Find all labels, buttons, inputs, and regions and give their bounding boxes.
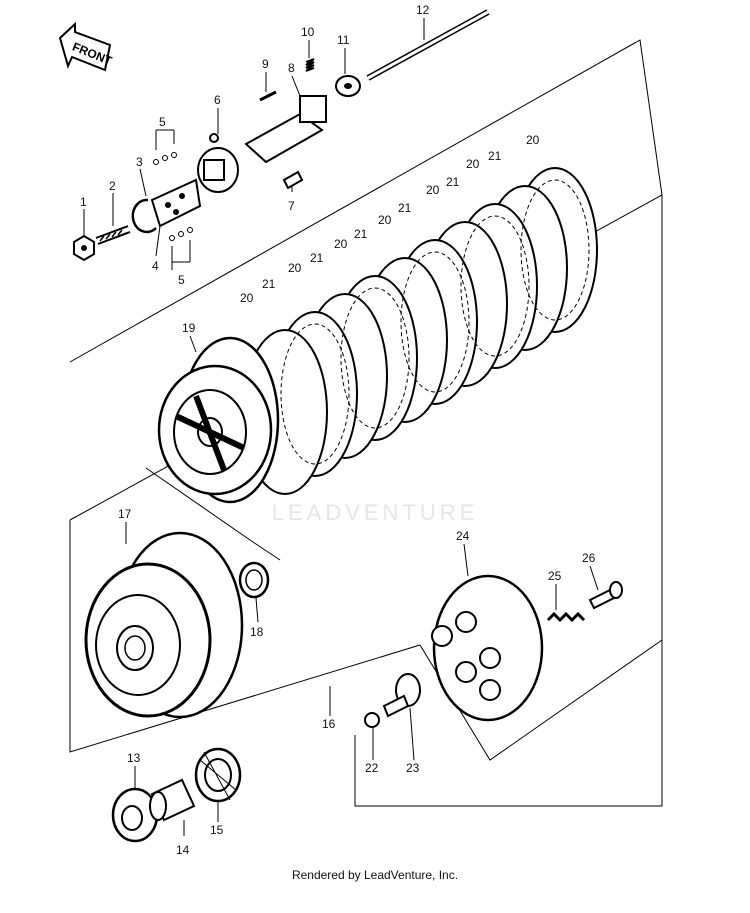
callout-26: 26 <box>582 551 596 565</box>
clutch-plates <box>242 167 598 495</box>
watermark: LEADVENTURE <box>271 500 479 525</box>
callout-21f: 21 <box>488 149 502 163</box>
seal-11 <box>335 75 361 97</box>
callout-25: 25 <box>548 569 562 583</box>
clutch-housing-17 <box>84 531 244 719</box>
callout-16: 16 <box>322 717 336 731</box>
footer-credit: Rendered by LeadVenture, Inc. <box>291 868 459 882</box>
spring-10 <box>305 58 315 72</box>
circlip-3 <box>131 198 157 234</box>
callout-1: 1 <box>80 195 87 209</box>
callout-21c: 21 <box>354 227 368 241</box>
callout-12: 12 <box>416 3 430 17</box>
callout-4: 4 <box>152 259 159 273</box>
leader-lines <box>83 18 599 836</box>
adjusting-screw-2 <box>95 225 131 245</box>
callout-9: 9 <box>262 57 269 71</box>
balls-5 <box>153 129 193 270</box>
callout-labels: 1 2 3 4 5 5 6 7 8 9 10 11 12 13 14 15 16… <box>80 3 596 857</box>
callout-15: 15 <box>210 823 224 837</box>
callout-11: 11 <box>337 33 350 47</box>
callout-21a: 21 <box>262 277 276 291</box>
nut-1 <box>73 234 95 262</box>
clutch-spring-25 <box>546 611 586 623</box>
steel-ball-22 <box>364 712 380 728</box>
callout-20e: 20 <box>426 183 440 197</box>
callout-23: 23 <box>406 761 420 775</box>
front-arrow: FRONT <box>58 21 115 72</box>
callout-17: 17 <box>118 507 132 521</box>
callout-20g: 20 <box>526 133 540 147</box>
thrust-washer-18 <box>238 561 270 599</box>
release-holder-6 <box>197 133 239 193</box>
push-rod <box>366 9 490 81</box>
callout-20d: 20 <box>378 213 392 227</box>
release-shaft-8 <box>244 95 327 164</box>
pusher-23 <box>382 673 421 718</box>
callout-21b: 21 <box>310 251 324 265</box>
callout-21d: 21 <box>398 201 412 215</box>
bolt-26 <box>588 581 623 610</box>
callout-22: 22 <box>365 761 379 775</box>
callout-8: 8 <box>288 61 295 75</box>
callout-10: 10 <box>301 25 315 39</box>
callout-3: 3 <box>136 155 143 169</box>
callout-18: 18 <box>250 625 264 639</box>
clutch-spring-plate-24 <box>431 574 544 722</box>
callout-20f: 20 <box>466 157 480 171</box>
pressure-plate-19 <box>157 336 280 504</box>
callout-20a: 20 <box>240 291 254 305</box>
callout-5a: 5 <box>159 115 166 129</box>
collar-13 <box>111 787 159 843</box>
callout-19: 19 <box>182 321 196 335</box>
callout-6: 6 <box>214 93 221 107</box>
callout-7: 7 <box>288 199 295 213</box>
callout-24: 24 <box>456 529 470 543</box>
callout-20c: 20 <box>334 237 348 251</box>
callout-21e: 21 <box>446 175 460 189</box>
callout-20b: 20 <box>288 261 302 275</box>
sleeve-14 <box>149 778 196 822</box>
needle-bearing-15 <box>194 747 242 803</box>
callout-2: 2 <box>109 179 116 193</box>
callout-13: 13 <box>127 751 141 765</box>
pin-9 <box>259 90 277 102</box>
callout-14: 14 <box>176 843 190 857</box>
callout-5b: 5 <box>178 273 185 287</box>
screw-7 <box>282 170 304 190</box>
release-gear-4 <box>150 178 202 228</box>
